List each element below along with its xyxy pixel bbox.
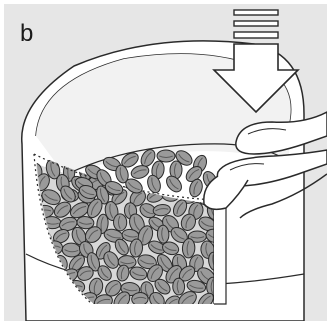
coffee-bean-icon — [157, 150, 175, 162]
coffee-bean-icon — [172, 278, 184, 295]
coffee-bean-icon — [113, 214, 127, 231]
coffee-bean-icon — [157, 225, 169, 243]
bean-container-illustration — [4, 4, 327, 321]
illustration-panel: b — [4, 4, 327, 321]
